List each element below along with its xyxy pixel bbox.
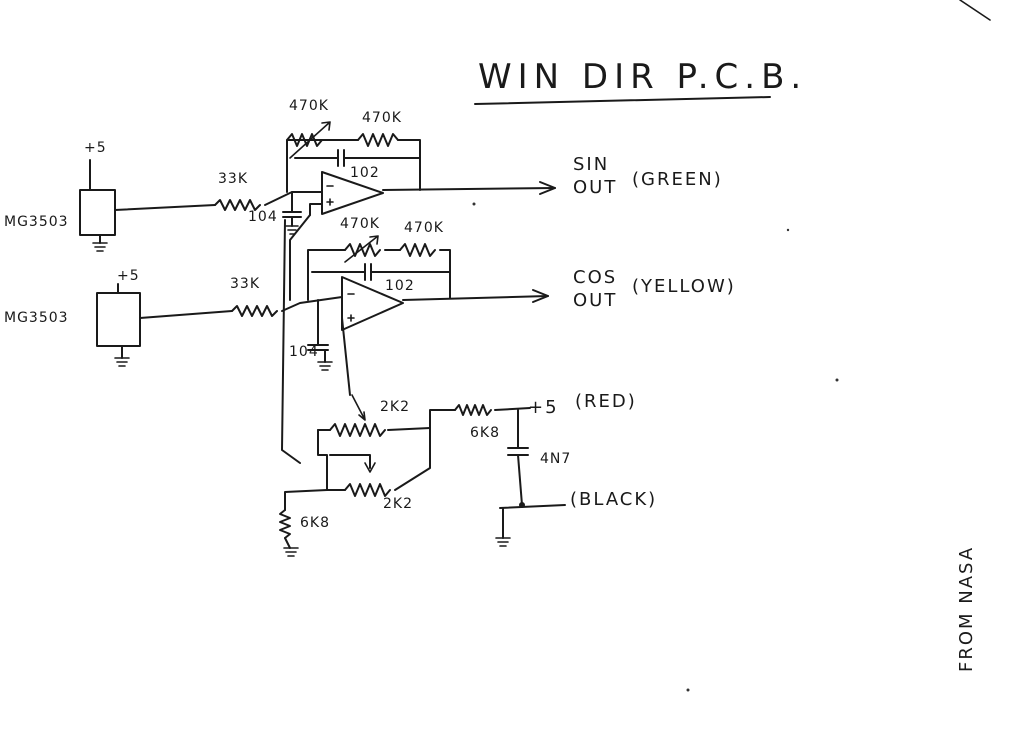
resistor-sin-feedback xyxy=(357,133,399,147)
title-underline xyxy=(474,96,771,105)
cos-out-color-label: (YELLOW) xyxy=(632,276,736,297)
sensor-bottom-label: MG3503 xyxy=(4,310,69,326)
resistor-cos-input-label: 33K xyxy=(230,276,260,292)
paper-speck xyxy=(472,202,476,206)
supply-right-label: +5 xyxy=(528,397,559,418)
resistor-supply-series xyxy=(454,404,492,416)
trim-pot-upper-label: 2K2 xyxy=(380,399,410,415)
sin-out-color-label: (GREEN) xyxy=(632,169,723,190)
sin-out-label-line1: SIN xyxy=(573,154,609,175)
sin-out-label-line2: OUT xyxy=(573,177,617,198)
sin-channel: MG3503 +5 33K 104 470K 470K 102 xyxy=(4,98,723,252)
capacitor-cos-feedback-label: 102 xyxy=(385,278,415,294)
trim-pot-lower xyxy=(344,483,391,497)
cos-out-label-line1: COS xyxy=(573,267,617,288)
resistor-cos-feedback-label: 470K xyxy=(404,220,444,236)
paper-speck xyxy=(835,378,839,382)
potentiometer-cos xyxy=(344,243,381,257)
resistor-cos-feedback xyxy=(399,243,436,257)
potentiometer-sin-label: 470K xyxy=(289,98,329,114)
capacitor-supply-bypass xyxy=(507,447,529,456)
capacitor-cos-input-label: 104 xyxy=(289,344,319,360)
corner-mark xyxy=(959,0,991,21)
power-color-label: (RED) xyxy=(575,391,637,412)
trim-pot-upper xyxy=(329,423,386,437)
resistor-bottom-ground-label: 6K8 xyxy=(300,515,330,531)
paper-speck xyxy=(786,228,790,232)
opamp-sin xyxy=(321,171,384,215)
paper-speck xyxy=(686,688,690,692)
capacitor-sin-input-label: 104 xyxy=(248,209,278,225)
resistor-sin-feedback-label: 470K xyxy=(362,110,402,126)
resistor-bottom-ground xyxy=(279,509,291,539)
cos-out-label-line2: OUT xyxy=(573,290,617,311)
cos-channel: MG3503 +5 33K 104 470K 470K 102 COS OU xyxy=(4,216,736,396)
sensor-bottom xyxy=(96,292,141,347)
potentiometer-cos-label: 470K xyxy=(340,216,380,232)
opamp-cos xyxy=(341,276,404,331)
resistor-cos-input xyxy=(231,305,278,317)
supply-top-label: +5 xyxy=(84,140,107,156)
resistor-sin-input-label: 33K xyxy=(218,171,248,187)
sin-output-arrow xyxy=(539,181,556,195)
sensor-top xyxy=(79,189,116,236)
capacitor-sin-feedback-label: 102 xyxy=(350,165,380,181)
ground-color-label: (BLACK) xyxy=(570,489,657,510)
sensor-top-label: MG3503 xyxy=(4,214,69,230)
schematic-title: WIN DIR P.C.B. xyxy=(478,57,807,97)
potentiometer-sin xyxy=(286,133,323,147)
resistor-sin-input xyxy=(214,199,261,211)
ground-junction xyxy=(519,502,525,508)
supply-bottom-label: +5 xyxy=(117,268,140,284)
cos-output-arrow xyxy=(532,289,549,303)
resistor-supply-series-label: 6K8 xyxy=(470,425,500,441)
capacitor-supply-bypass-label: 4N7 xyxy=(540,451,571,467)
ground-symbol xyxy=(92,242,108,252)
credit-label: FROM NASA xyxy=(956,546,977,672)
trim-pot-lower-label: 2K2 xyxy=(383,496,413,512)
reference-network: 2K2 6K8 +5 (RED) 4N7 (BLACK) 2K2 6K8 xyxy=(279,214,657,557)
